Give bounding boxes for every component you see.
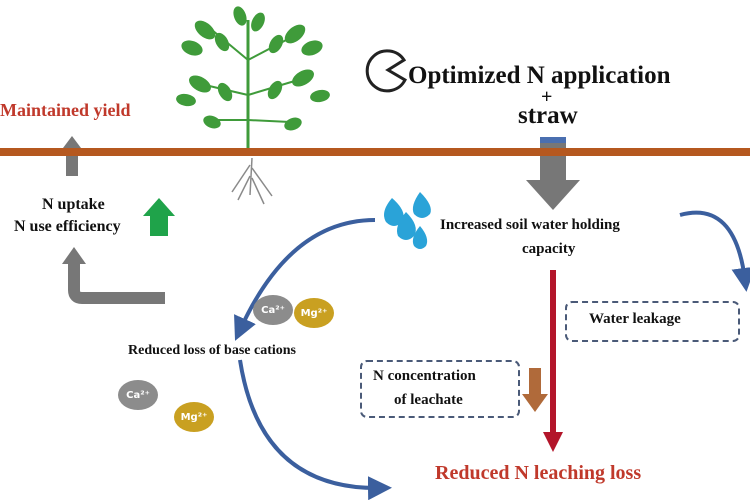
water-holding-label: Increased soil water holding — [440, 217, 620, 233]
water-leakage-box — [565, 301, 740, 342]
uptake-elbow-arrow-icon — [62, 247, 165, 304]
cycle-arrow-icon — [234, 210, 750, 500]
title-sub: straw — [518, 102, 578, 129]
roots-icon — [231, 157, 273, 205]
increase-arrow-icon — [143, 198, 175, 236]
reduced-cations-label: Reduced loss of base cations — [128, 343, 297, 358]
leaching-label: Reduced N leaching loss — [435, 462, 642, 484]
leachate-label: N concentration — [373, 368, 476, 384]
title-main: Optimized N application — [408, 62, 671, 89]
mg-ion-badge: Mg²⁺ — [294, 298, 334, 328]
leachate-label-cont: of leachate — [394, 392, 463, 408]
concentration-down-arrow-icon — [522, 368, 548, 412]
yield-up-arrow-icon — [60, 136, 84, 176]
mg-ion-badge: Mg²⁺ — [174, 402, 214, 432]
ca-ion-badge: Ca²⁺ — [253, 295, 293, 325]
soil-surface-line — [0, 148, 750, 156]
plant-icon — [176, 6, 330, 150]
ca-ion-badge: Ca²⁺ — [118, 380, 158, 410]
water-drops-icon — [384, 192, 431, 249]
leaching-down-arrow-icon — [543, 270, 563, 452]
water-leakage-label: Water leakage — [589, 311, 681, 327]
yield-label: Maintained yield — [0, 100, 131, 120]
leachate-box — [360, 360, 520, 418]
pie-icon — [365, 49, 407, 93]
title-plus: + — [541, 86, 553, 108]
uptake-label: N uptake — [42, 196, 105, 213]
nue-label: N use efficiency — [14, 218, 121, 235]
water-holding-label-cont: capacity — [522, 241, 576, 257]
